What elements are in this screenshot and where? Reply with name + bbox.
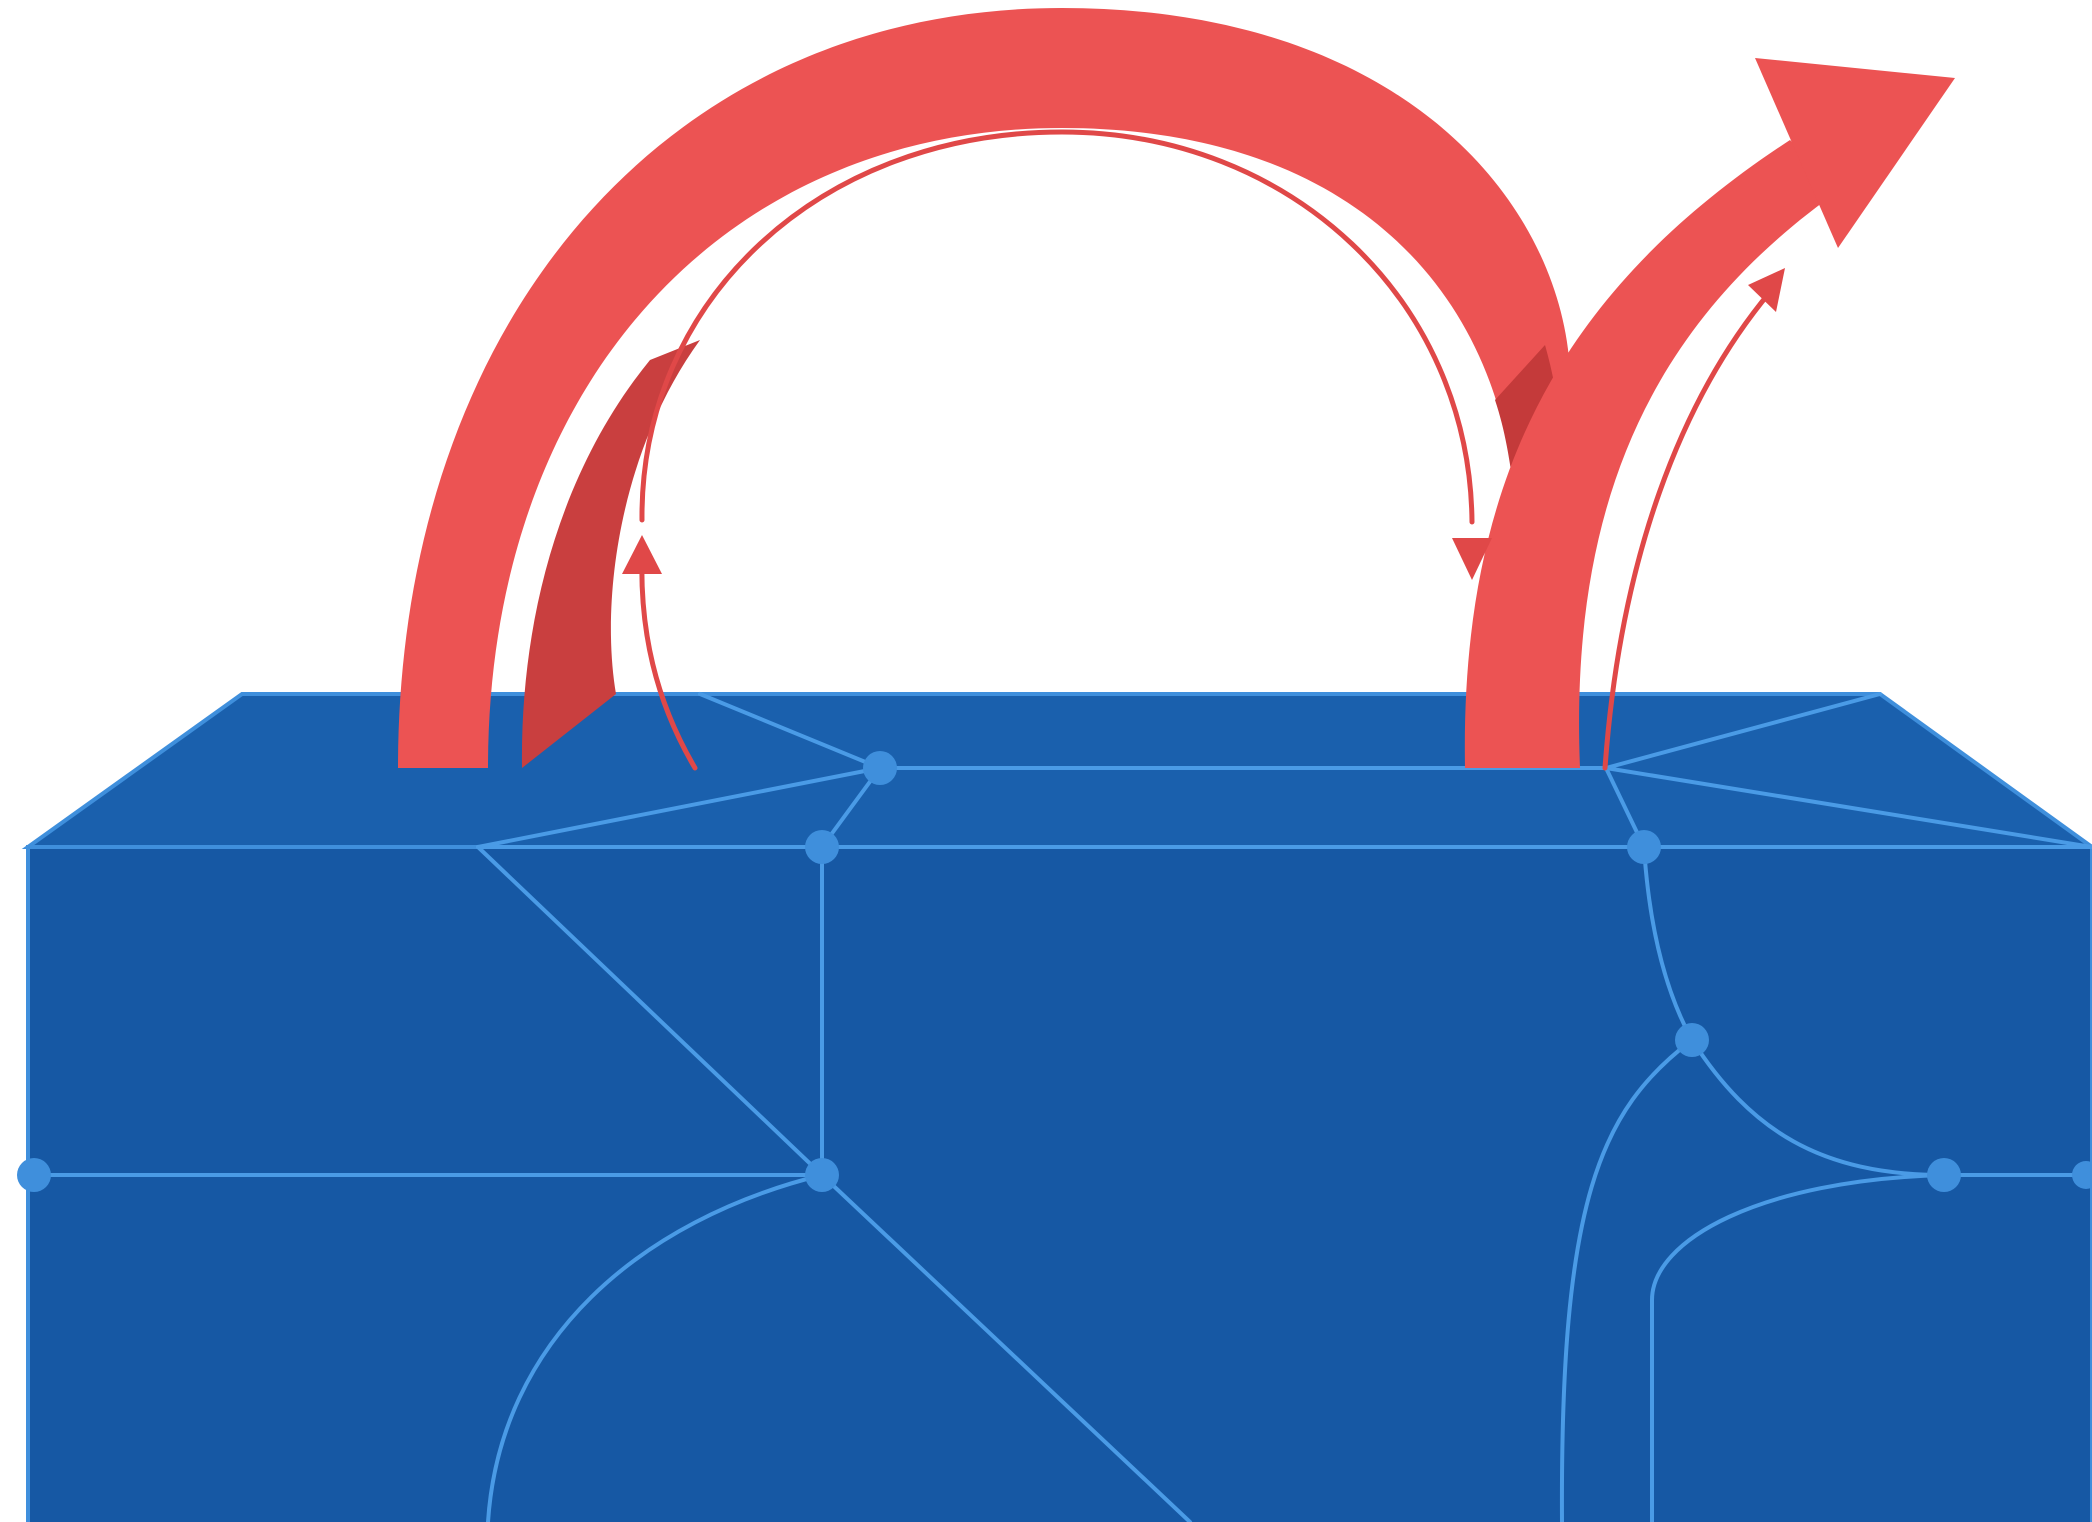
box-front-face: [28, 847, 2092, 1522]
circuit-node-icon: [863, 751, 897, 785]
curved-arrow-icon: [398, 8, 1955, 768]
circuit-node-icon: [17, 1158, 51, 1192]
circuit-node-icon: [1927, 1158, 1961, 1192]
circuit-node-icon: [1675, 1023, 1709, 1057]
circuit-node-icon: [805, 830, 839, 864]
box-top-face: [28, 694, 2092, 847]
circuit-node-icon: [1627, 830, 1661, 864]
thin-arrow-head-left: [622, 535, 662, 574]
thin-arrow-head-right: [1748, 268, 1785, 312]
circuit-node-icon: [805, 1158, 839, 1192]
